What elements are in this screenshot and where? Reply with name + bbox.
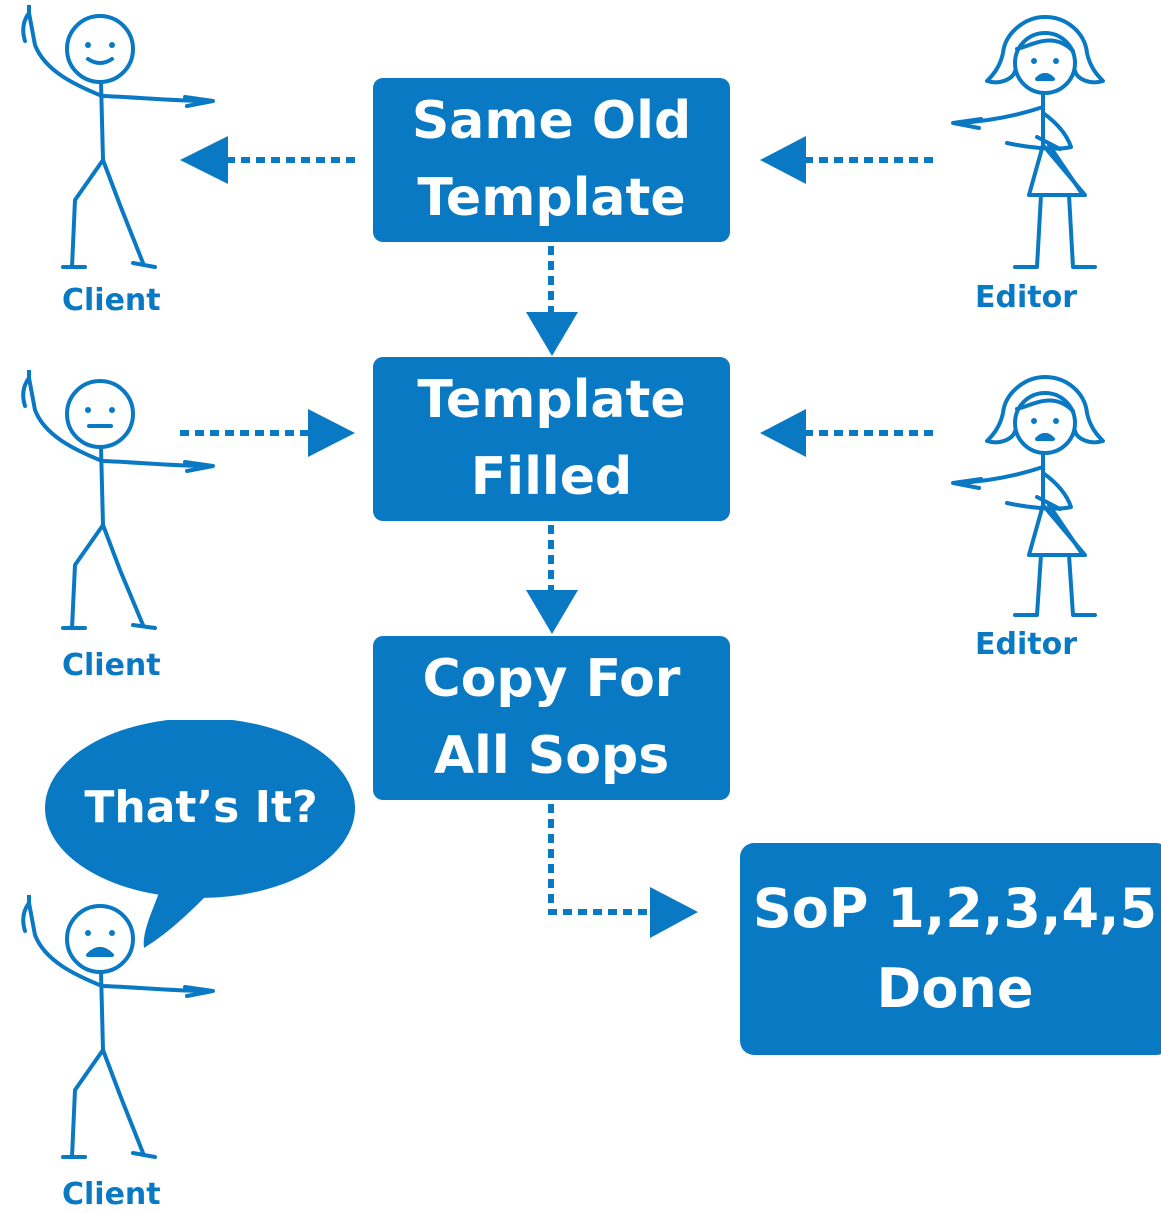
editor-2-label: Editor — [975, 627, 1077, 662]
speech-bubble-text: That’s It? — [84, 781, 318, 833]
editor-1-figure — [951, 15, 1105, 269]
speech-bubble — [45, 720, 355, 948]
client-3-figure — [21, 895, 215, 1159]
box-label-line-2: Filled — [470, 447, 633, 507]
box-label-line-2: Done — [876, 957, 1034, 1020]
client-2-figure — [21, 370, 215, 630]
arrow-template-to-filled-head — [526, 312, 578, 356]
editor-1-label: Editor — [975, 280, 1077, 315]
arrow-template-to-client-1-head — [180, 136, 228, 184]
arrow-filled-to-copy-head — [526, 590, 578, 634]
box-label-line-1: Same Old — [411, 91, 692, 152]
editor-2-figure — [951, 375, 1105, 617]
same-old-template-box: Same Old Template — [373, 78, 730, 242]
box-label-line-1: Template — [417, 370, 686, 431]
client-1-label: Client — [62, 283, 161, 318]
arrow-client-2-to-filled-head — [308, 409, 355, 457]
arrow-editor-2-to-filled-head — [760, 409, 806, 457]
arrow-copy-to-done-head — [650, 887, 698, 938]
sop-done-box: SoP 1,2,3,4,5 Done — [740, 843, 1161, 1055]
client-1-figure — [21, 5, 215, 269]
box-label-line-1: Copy For — [422, 649, 681, 710]
arrow-copy-to-done-line — [548, 804, 650, 915]
arrow-editor-1-to-template-head — [760, 136, 806, 184]
client-3-label: Client — [62, 1177, 161, 1212]
box-label-line-1: SoP 1,2,3,4,5 — [752, 877, 1158, 941]
client-2-label: Client — [62, 648, 161, 683]
template-filled-box: Template Filled — [373, 357, 730, 521]
box-label-line-2: All Sops — [433, 726, 670, 786]
box-label-line-2: Template — [417, 168, 686, 228]
copy-for-all-sops-box: Copy For All Sops — [373, 636, 730, 800]
